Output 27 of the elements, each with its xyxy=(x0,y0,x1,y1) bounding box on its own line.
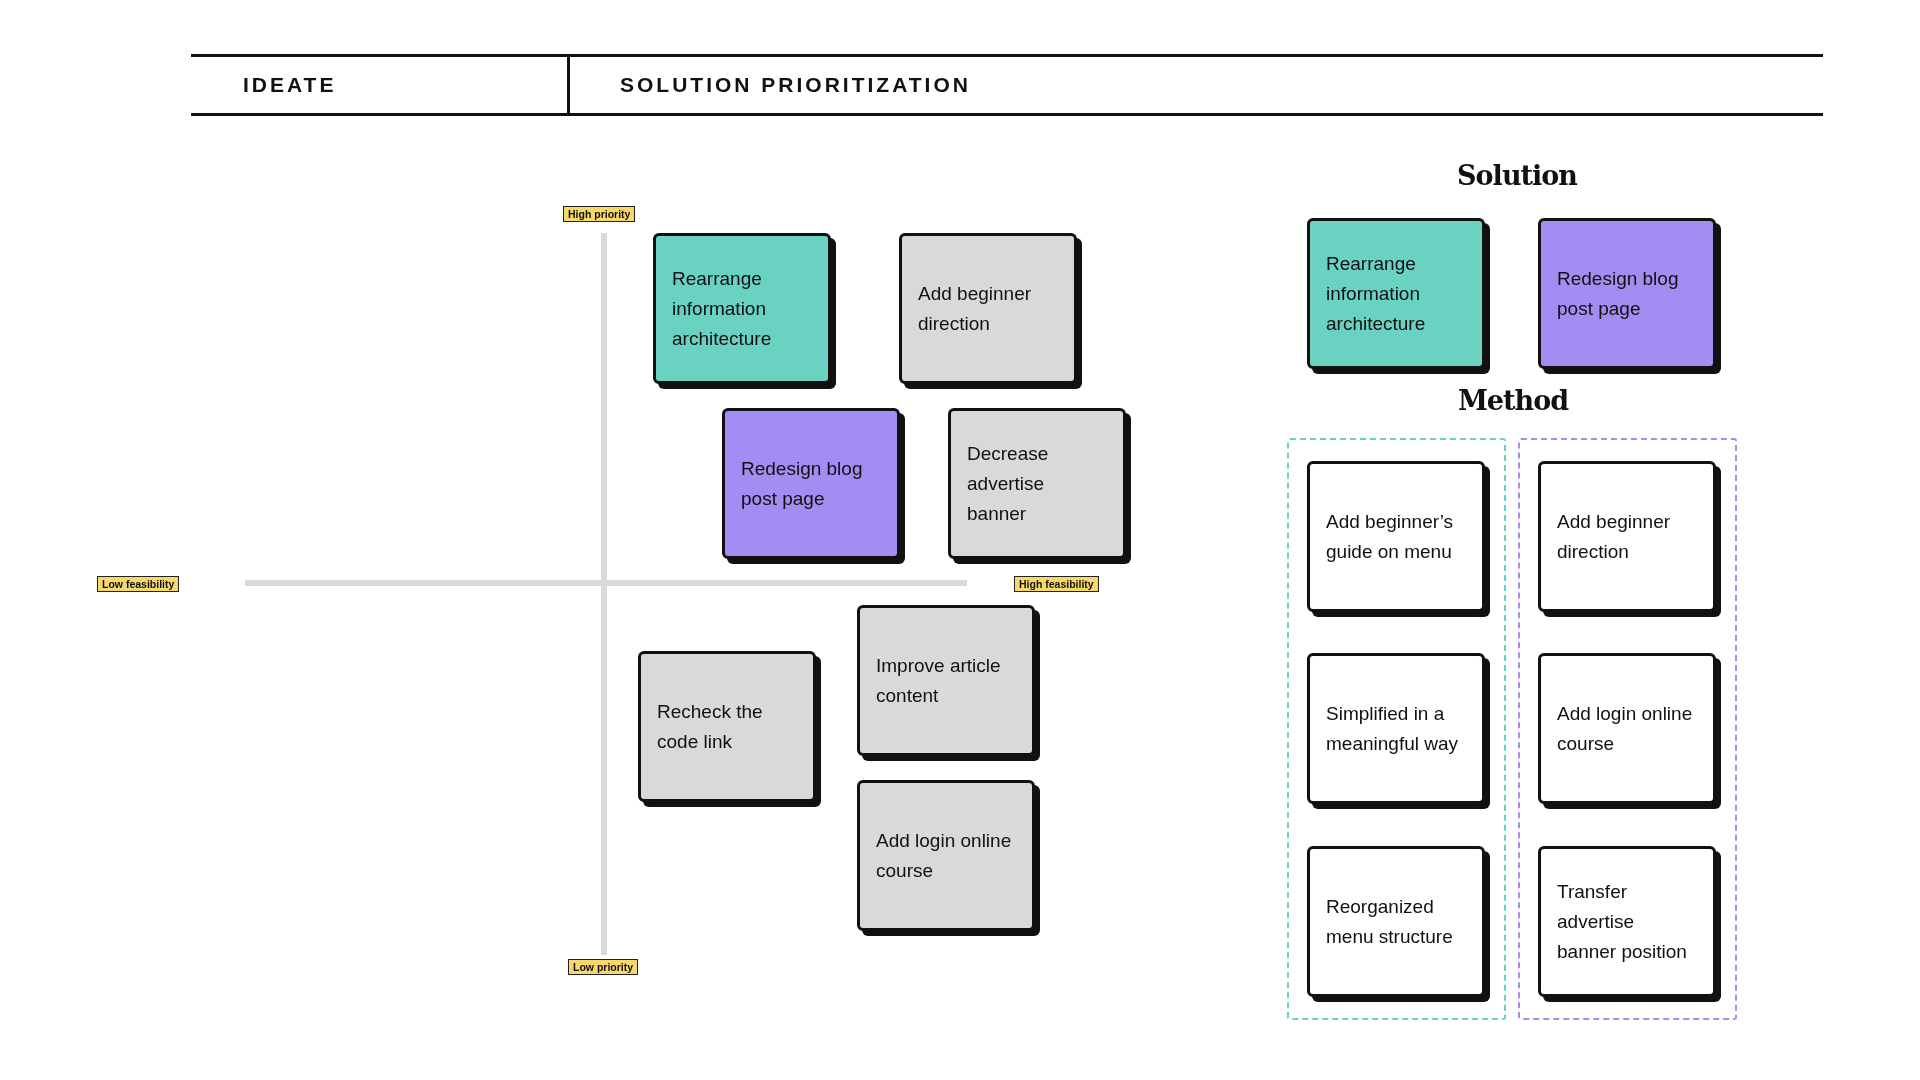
sticky-note-text: Add beginner direction xyxy=(918,281,1033,336)
sticky-note-text: Add beginner’s guide on menu xyxy=(1326,509,1455,564)
sticky-note-text: Add login online course xyxy=(1557,701,1694,756)
sticky-note-text: Redesign blog post page xyxy=(741,456,864,511)
sticky-note-text: Transfer advertise banner position xyxy=(1557,879,1688,964)
sticky-note-text: Recheck the code link xyxy=(657,699,764,754)
sticky-note-text: Decrease advertise banner xyxy=(967,441,1050,526)
header-title: SOLUTION PRIORITIZATION xyxy=(620,73,971,97)
section-heading: Method xyxy=(1457,385,1569,416)
sticky-note-text: Rearrange information architecture xyxy=(672,266,773,351)
axis-tag: Low feasibility xyxy=(97,576,180,592)
sticky-note-text: Simplified in a meaningful way xyxy=(1326,701,1460,756)
sticky-note-text: Add login online course xyxy=(876,828,1013,883)
dashed-group-frame xyxy=(1287,438,1506,1020)
sticky-note-text: Redesign blog post page xyxy=(1557,266,1680,321)
header-cell xyxy=(191,54,567,116)
axis-tag: High priority xyxy=(563,206,636,222)
sticky-note-text: Reorganized menu structure xyxy=(1326,894,1454,949)
axis-tag: Low priority xyxy=(568,959,639,975)
sticky-note-text: Rearrange information architecture xyxy=(1326,251,1427,336)
sticky-note-text: Improve article content xyxy=(876,653,1002,708)
sticky-note-text: Add beginner direction xyxy=(1557,509,1672,564)
axis-tag: High feasibility xyxy=(1014,576,1099,592)
section-heading: Solution xyxy=(1457,160,1577,191)
dashed-group-frame xyxy=(1518,438,1737,1020)
header-title: IDEATE xyxy=(243,73,337,97)
header-cell xyxy=(567,54,1823,116)
